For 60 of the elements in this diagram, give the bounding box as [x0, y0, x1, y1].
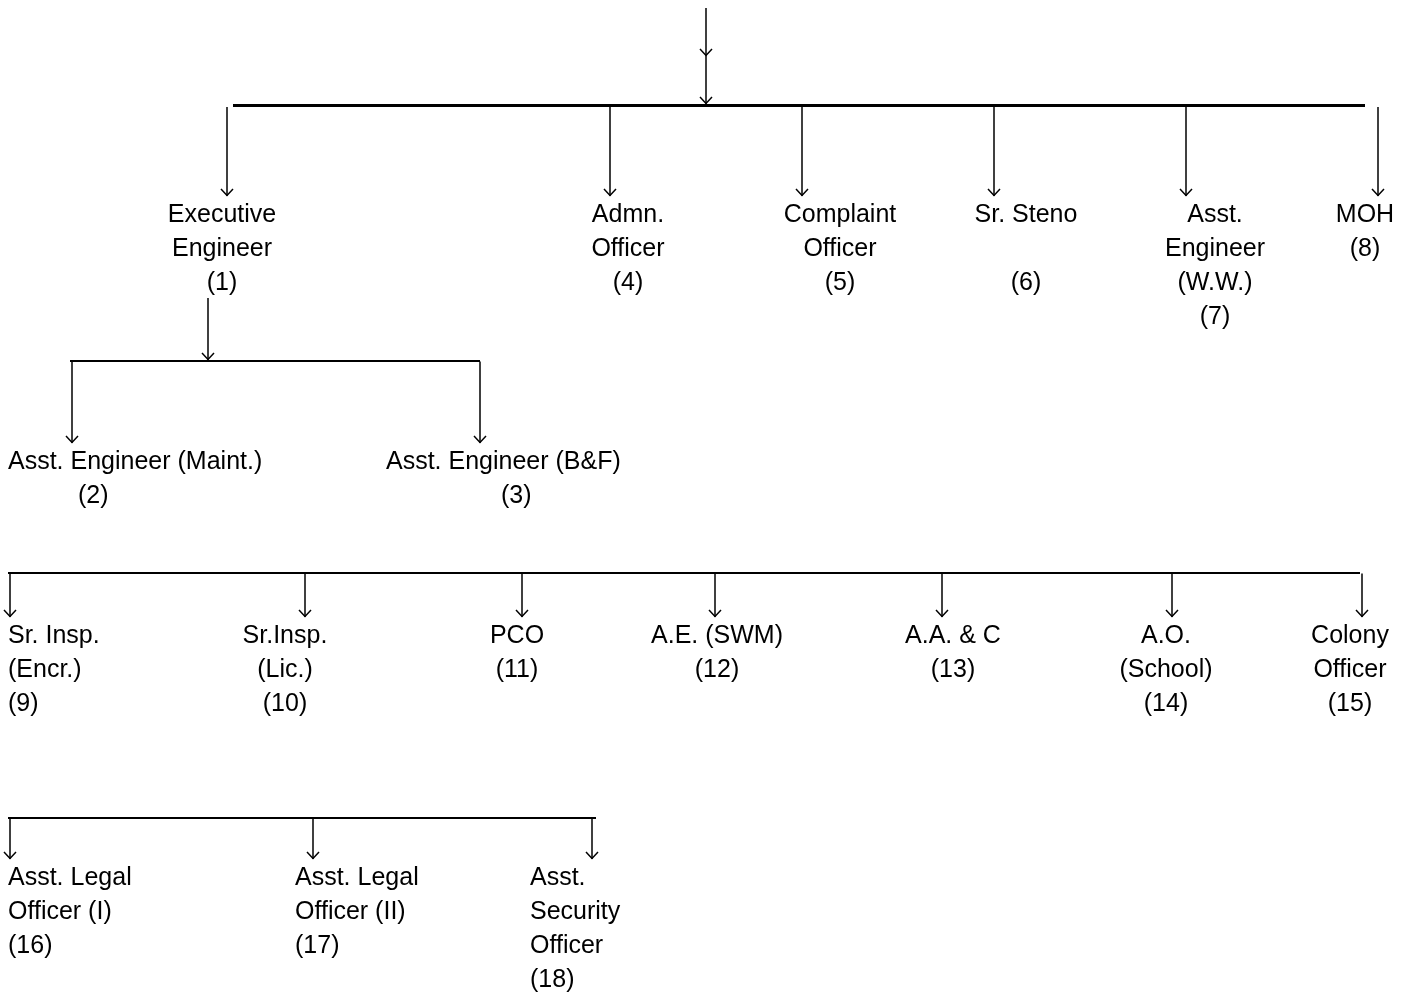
position-number: (18): [530, 963, 575, 994]
arrow: [473, 360, 487, 444]
arrow: [603, 106, 617, 197]
position-title: Asst. Engineer (W.W.): [1163, 198, 1267, 297]
arrow: [3, 572, 17, 618]
arrow: [220, 106, 234, 197]
position-title: A.E. (SWM): [650, 619, 784, 650]
position-title: A.O. (School): [1118, 619, 1214, 684]
arrow: [306, 817, 320, 860]
arrow: [515, 572, 529, 618]
arrow: [987, 106, 1001, 197]
arrow: [65, 360, 79, 444]
position-number: (8): [1349, 232, 1381, 263]
position-title: Complaint Officer: [782, 198, 898, 263]
horizontal-bar-line: [70, 360, 480, 362]
position-title: Executive Engineer: [166, 198, 278, 263]
position-number: (13): [930, 653, 976, 684]
position-title: Asst. Security Officer: [530, 861, 622, 960]
position-title: Asst. Legal Officer (II): [295, 861, 420, 926]
position-title: Sr. Insp. (Encr.): [8, 619, 101, 684]
arrow: [585, 817, 599, 860]
arrow: [298, 572, 312, 618]
position-number: (4): [612, 266, 644, 297]
position-number: (17): [295, 929, 340, 960]
position-title: Colony Officer: [1310, 619, 1390, 684]
position-title: PCO: [488, 619, 546, 650]
horizontal-bar-line: [8, 572, 1360, 574]
position-title: Asst. Engineer (B&F): [386, 445, 622, 476]
horizontal-bar-line: [8, 817, 596, 819]
position-number: (10): [262, 687, 308, 718]
horizontal-bar-line: [233, 104, 1365, 107]
position-number: (14): [1143, 687, 1189, 718]
position-number: (6): [1010, 266, 1042, 297]
arrow: [935, 572, 949, 618]
position-title: Sr. Steno: [973, 198, 1079, 229]
position-title: MOH: [1334, 198, 1396, 229]
position-number: (15): [1327, 687, 1373, 718]
arrow: [699, 7, 713, 105]
position-number: (5): [824, 266, 856, 297]
position-number: (9): [8, 687, 39, 718]
arrow: [1371, 106, 1385, 197]
arrow: [3, 817, 17, 860]
arrow: [795, 106, 809, 197]
position-number: (3): [500, 479, 532, 510]
position-title: A.A. & C: [904, 619, 1002, 650]
position-title: Asst. Engineer (Maint.): [8, 445, 264, 476]
position-number: (7): [1199, 300, 1231, 331]
position-number: (1): [206, 266, 238, 297]
arrow: [1179, 106, 1193, 197]
arrow: [201, 297, 215, 361]
position-number: (12): [694, 653, 740, 684]
position-title: Admn. Officer: [590, 198, 666, 263]
position-number: (16): [8, 929, 53, 960]
position-number: (2): [77, 479, 109, 510]
arrow: [1165, 572, 1179, 618]
arrow: [1355, 572, 1369, 618]
position-title: Sr.Insp. (Lic.): [241, 619, 329, 684]
position-title: Asst. Legal Officer (I): [8, 861, 133, 926]
arrow: [708, 572, 722, 618]
position-number: (11): [495, 653, 539, 684]
